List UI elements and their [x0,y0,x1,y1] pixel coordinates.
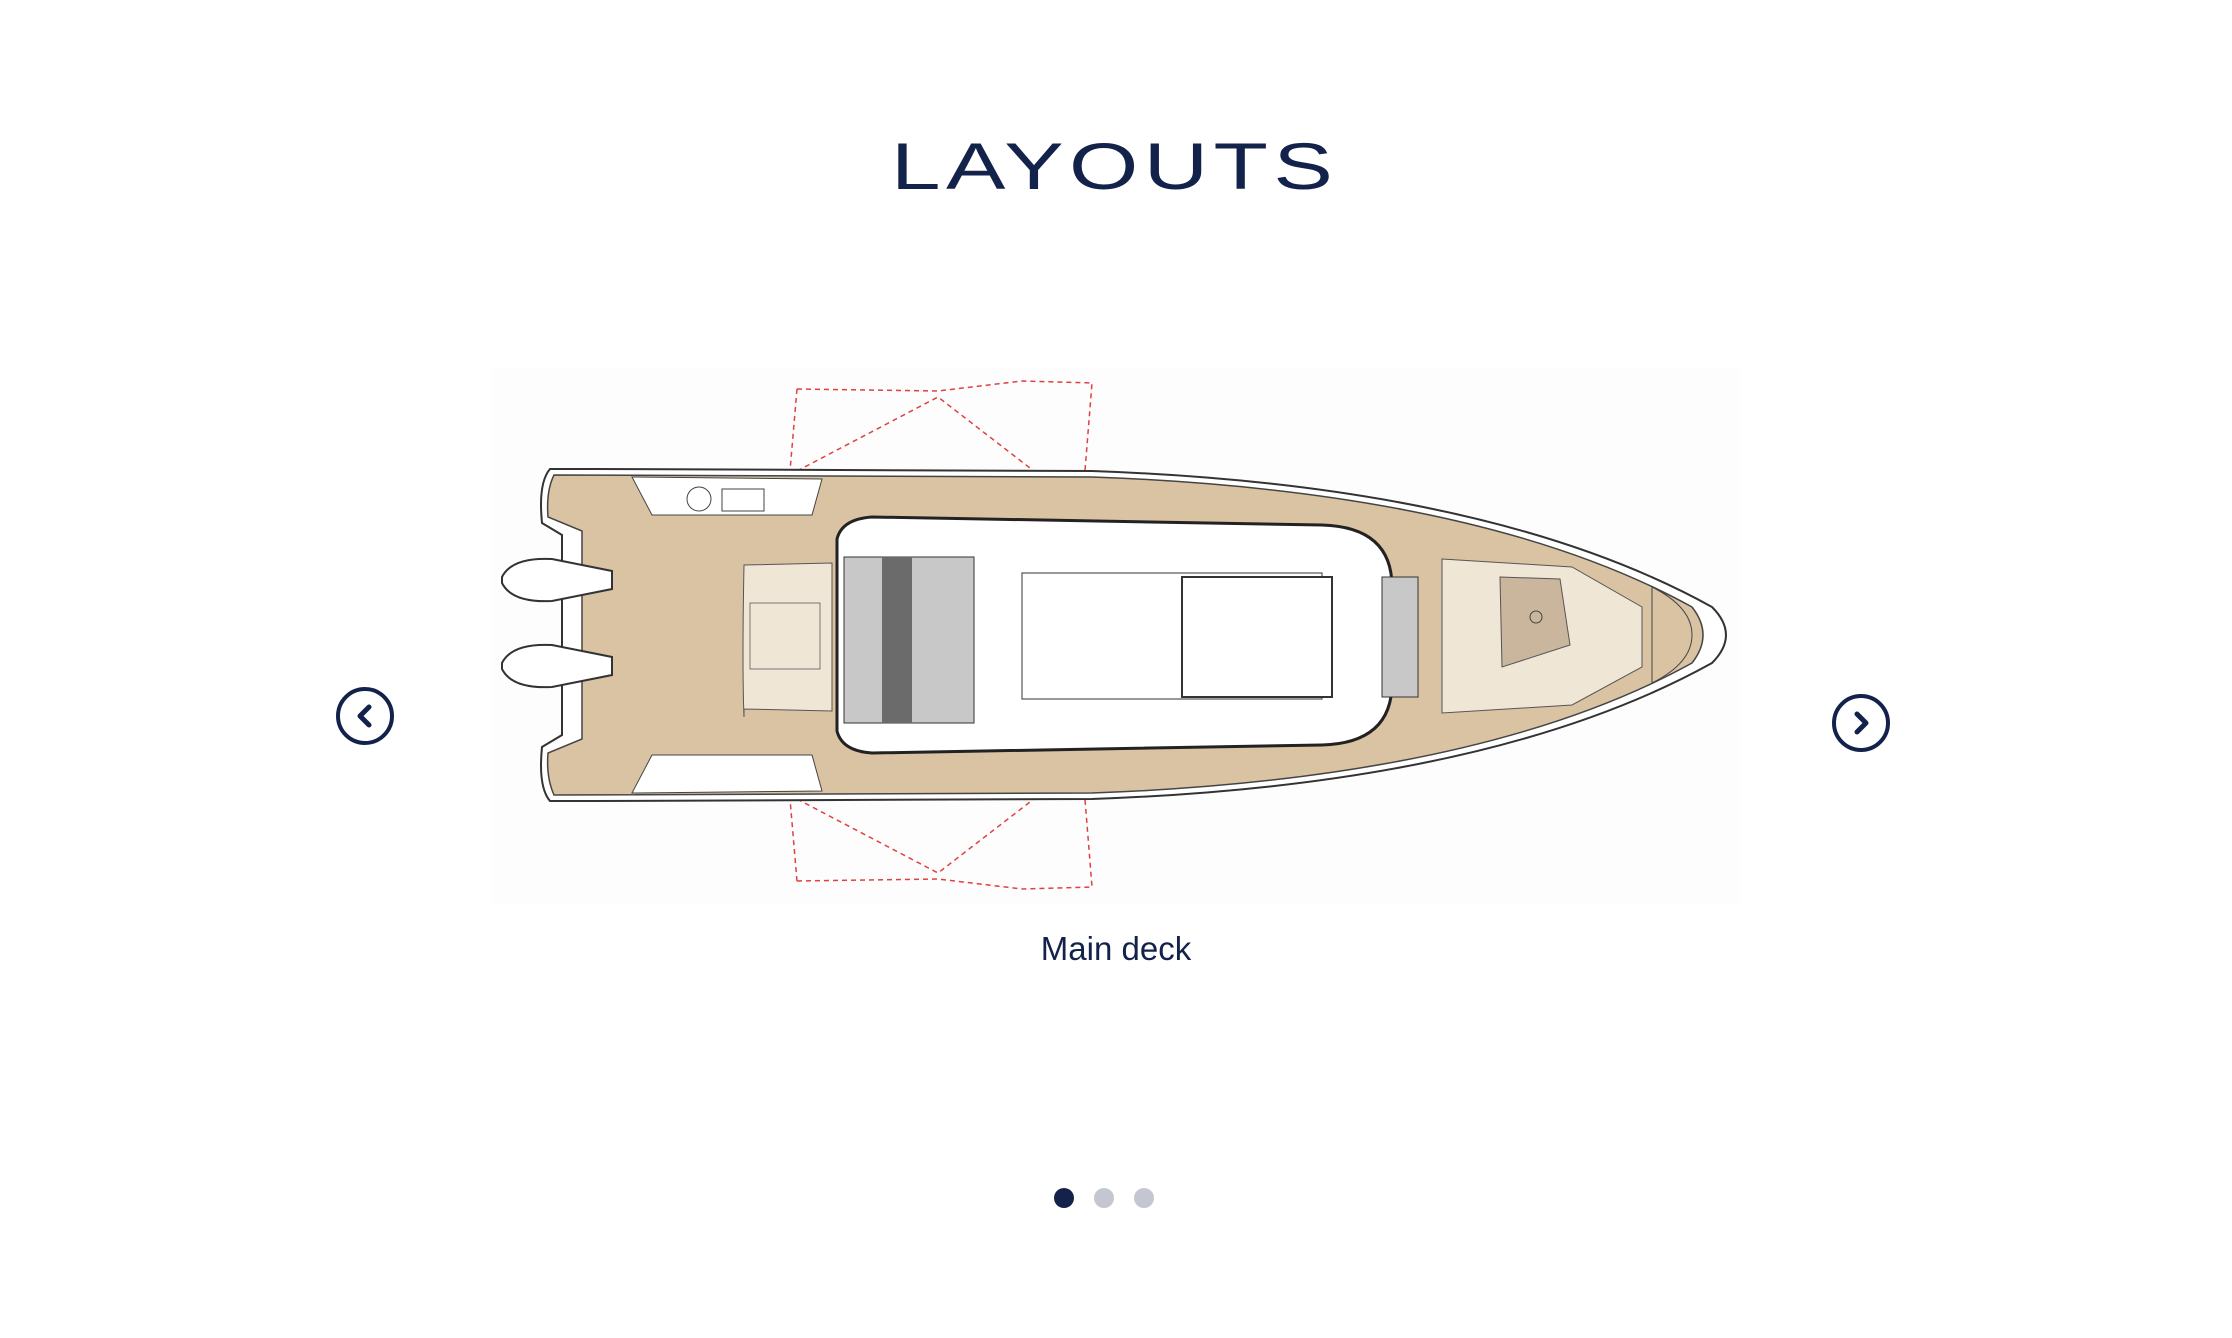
pagination-dot-3[interactable] [1134,1188,1154,1208]
door-swing-marks [789,380,1093,890]
pagination-dot-1[interactable] [1054,1188,1074,1208]
next-slide-button[interactable] [1832,694,1890,752]
chevron-left-icon [357,704,372,728]
slide-caption: Main deck [1040,930,1192,967]
pagination-dot-2[interactable] [1094,1188,1114,1208]
layout-image-main-deck [492,367,1740,903]
outboard-engines [501,557,613,689]
chevron-right-icon [1854,711,1869,735]
section-title: LAYOUTS [891,129,1339,203]
prev-slide-button[interactable] [336,687,394,745]
carousel-pagination [1054,1188,1154,1208]
